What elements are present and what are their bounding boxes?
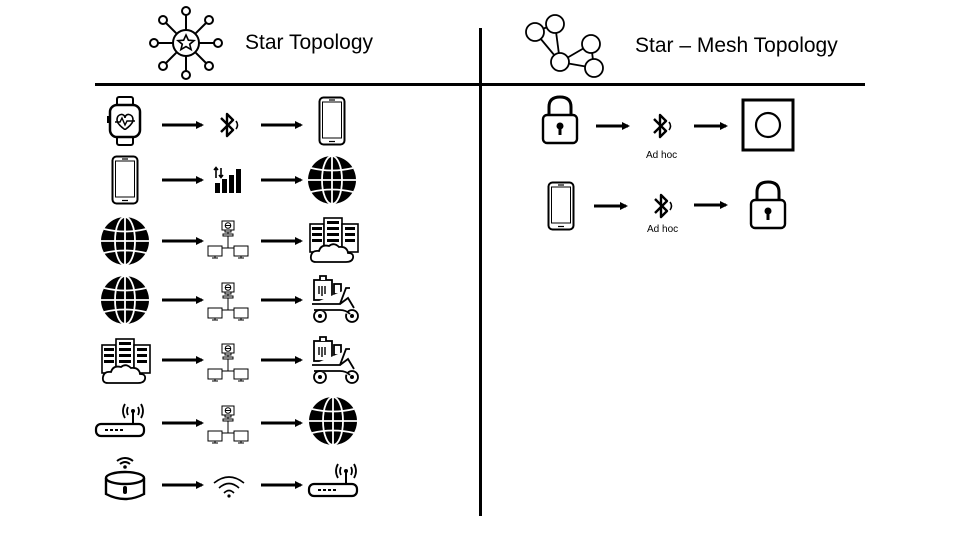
left-panel-title: Star Topology	[245, 31, 374, 54]
smartphone-icon	[318, 96, 346, 146]
cloud-server-icon	[100, 337, 152, 385]
arrow	[694, 201, 728, 209]
ad-hoc-label: Ad hoc	[647, 224, 679, 235]
arrow	[261, 481, 303, 489]
smartphone-icon	[547, 181, 575, 231]
arrow	[162, 237, 204, 245]
padlock-icon	[540, 94, 580, 146]
arrow	[162, 176, 204, 184]
padlock-icon	[748, 179, 788, 231]
cellular-signal-icon	[213, 166, 245, 194]
star-network-icon	[149, 6, 223, 80]
network-icon	[206, 405, 250, 445]
delivery-scooter-icon	[310, 274, 362, 324]
arrow	[162, 419, 204, 427]
arrow	[694, 122, 728, 130]
globe-icon	[308, 396, 358, 446]
bluetooth-icon	[647, 111, 677, 141]
router-icon	[306, 460, 360, 500]
arrow	[261, 176, 303, 184]
arrow	[162, 121, 204, 129]
arrow	[162, 296, 204, 304]
mesh-network-icon	[525, 14, 604, 78]
globe-icon	[100, 275, 150, 325]
arrow	[261, 356, 303, 364]
arrow	[162, 356, 204, 364]
ad-hoc-label: Ad hoc	[646, 150, 678, 161]
router-icon	[93, 400, 147, 440]
delivery-scooter-icon	[310, 335, 362, 385]
smartwatch-icon	[105, 96, 145, 146]
arrow	[261, 237, 303, 245]
network-icon	[206, 343, 250, 383]
arrow	[261, 296, 303, 304]
globe-icon	[307, 155, 357, 205]
globe-icon	[100, 216, 150, 266]
network-icon	[206, 220, 250, 260]
bluetooth-icon	[214, 110, 244, 140]
network-icon	[206, 282, 250, 322]
right-panel-title: Star – Mesh Topology	[635, 34, 838, 57]
square-button-icon	[741, 98, 795, 152]
cloud-server-icon	[308, 216, 360, 264]
smartphone-icon	[111, 155, 139, 205]
vertical-divider	[479, 28, 482, 516]
arrow	[162, 481, 204, 489]
smart-speaker-icon	[103, 454, 147, 504]
arrow	[594, 202, 628, 210]
arrow	[261, 121, 303, 129]
bluetooth-icon	[648, 191, 678, 221]
wifi-icon	[211, 473, 247, 499]
arrow	[261, 419, 303, 427]
arrow	[596, 122, 630, 130]
